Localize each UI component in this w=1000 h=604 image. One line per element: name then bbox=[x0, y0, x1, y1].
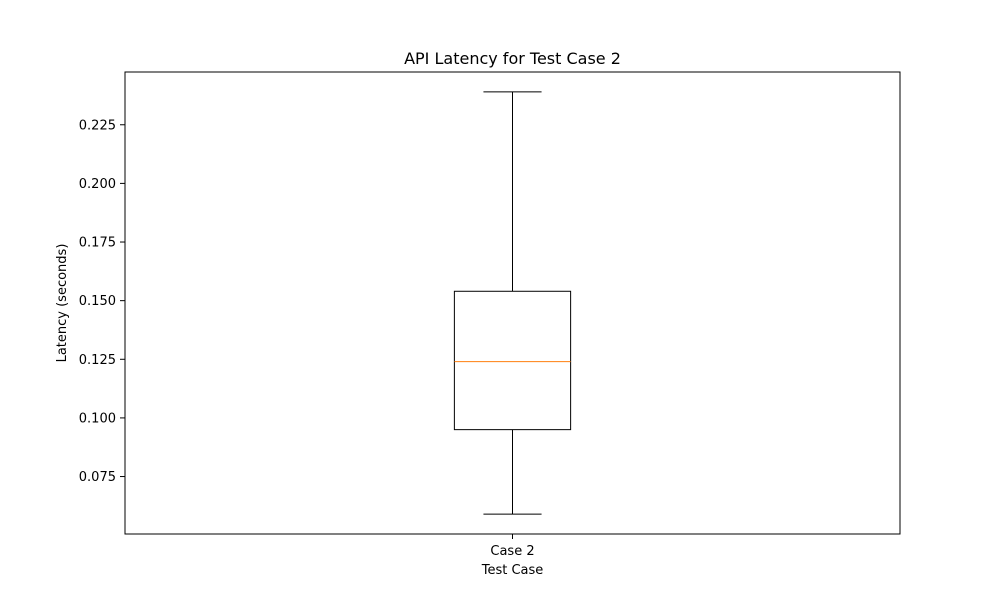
x-axis: Case 2 bbox=[490, 534, 535, 559]
y-axis: 0.075 0.100 0.125 0.150 0.175 0.200 0.225 bbox=[79, 118, 125, 485]
y-axis-label: Latency (seconds) bbox=[55, 244, 70, 363]
y-tick-label: 0.225 bbox=[79, 118, 116, 133]
iqr-box bbox=[453, 290, 572, 431]
x-axis-label: Test Case bbox=[481, 563, 544, 578]
y-tick-label: 0.150 bbox=[79, 294, 116, 309]
plot-area bbox=[453, 91, 572, 515]
y-tick-label: 0.100 bbox=[79, 411, 116, 426]
y-tick-label: 0.200 bbox=[79, 177, 116, 192]
chart-title: API Latency for Test Case 2 bbox=[404, 49, 621, 68]
x-tick-label: Case 2 bbox=[490, 544, 534, 559]
y-tick-label: 0.075 bbox=[79, 470, 116, 485]
y-tick-label: 0.175 bbox=[79, 236, 116, 251]
y-tick-label: 0.125 bbox=[79, 353, 116, 368]
